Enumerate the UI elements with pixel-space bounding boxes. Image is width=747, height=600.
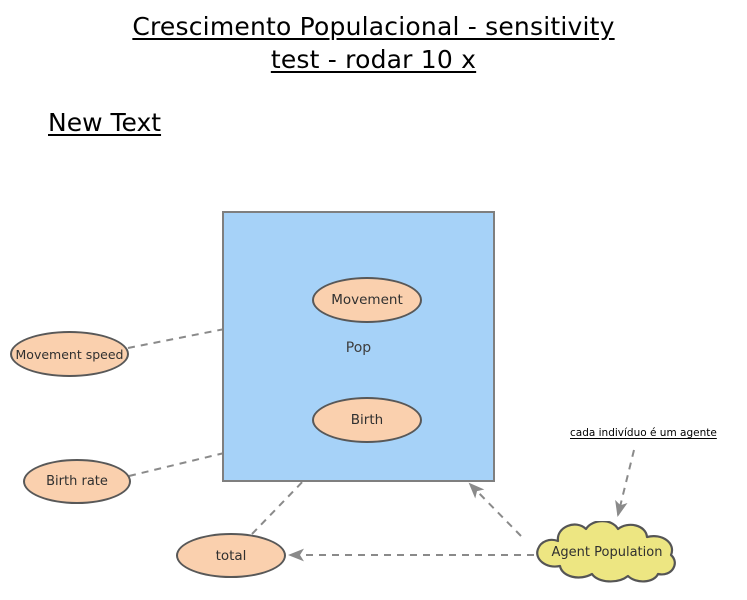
node-agent-population-label: Agent Population [551, 544, 663, 560]
node-birth-label: Birth [350, 412, 384, 428]
page-title: Crescimento Populacional - sensitivity t… [0, 10, 747, 76]
node-birth[interactable]: Birth [312, 397, 422, 443]
cloud-shape-icon [536, 521, 676, 583]
node-birth-rate-label: Birth rate [46, 474, 108, 489]
node-movement-label: Movement [331, 292, 403, 308]
subtitle-text: New Text [48, 108, 162, 137]
node-movement-speed-label: Movement speed [15, 346, 124, 362]
node-birth-rate[interactable]: Birth rate [23, 459, 131, 504]
node-movement-speed[interactable]: Movement speed [10, 331, 129, 377]
node-total[interactable]: total [176, 533, 286, 578]
node-movement[interactable]: Movement [312, 277, 422, 323]
edge-annotation-to-agent-population [615, 449, 635, 517]
page-title-line-1: Crescimento Populacional - sensitivity [132, 12, 615, 41]
pop-container-label: Pop [345, 340, 372, 356]
edge-agent-population-to-pop [468, 482, 522, 537]
subtitle: New Text [48, 108, 161, 138]
node-agent-population[interactable]: Agent Population [528, 521, 683, 583]
page-title-line-2: test - rodar 10 x [270, 45, 477, 74]
node-total-label: total [215, 547, 247, 564]
annotation-cada-individuo: cada indivíduo é um agente [570, 427, 717, 439]
